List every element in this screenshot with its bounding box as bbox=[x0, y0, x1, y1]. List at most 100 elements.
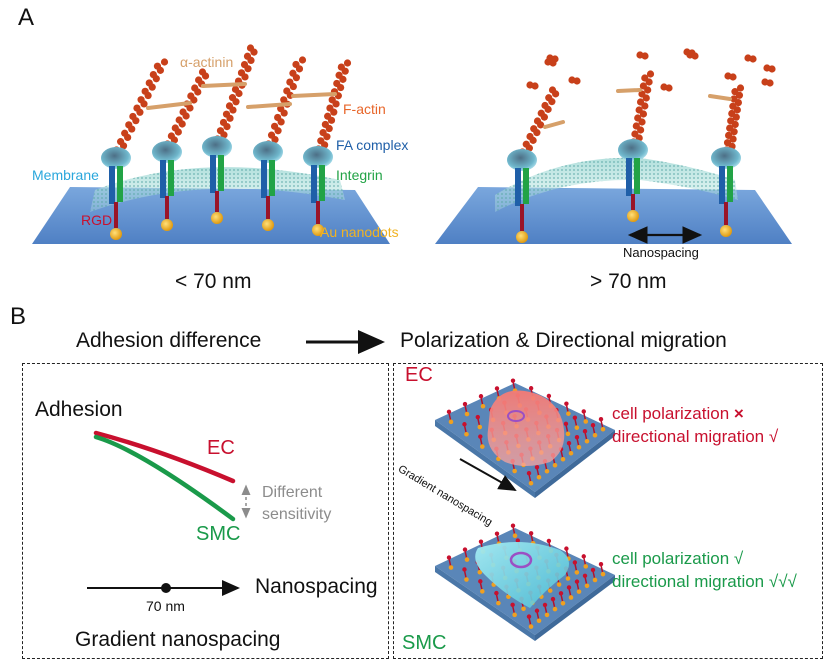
au-nanodot bbox=[448, 565, 454, 570]
au-nanodot bbox=[544, 612, 550, 618]
au-nanodot bbox=[574, 425, 580, 430]
label-alpha-actinin: α-actinin bbox=[180, 54, 234, 70]
ec-migration-text: directional migration bbox=[612, 427, 765, 446]
au-nanodot bbox=[565, 431, 571, 437]
au-nanodot bbox=[464, 431, 469, 437]
f-actin-bead bbox=[145, 79, 153, 87]
rgd-pin-head bbox=[478, 579, 483, 584]
flow-from: Adhesion difference bbox=[76, 329, 262, 352]
rgd-linker bbox=[165, 196, 169, 219]
sensitivity-line2: sensitivity bbox=[262, 506, 332, 523]
integrin-alpha bbox=[311, 165, 317, 203]
integrin-alpha bbox=[626, 158, 632, 196]
integrin-alpha bbox=[261, 160, 267, 198]
au-nanodot bbox=[600, 426, 606, 432]
f-actin-bead bbox=[137, 96, 145, 104]
rgd-pin-head bbox=[526, 614, 532, 619]
au-nanodot bbox=[211, 212, 223, 224]
rgd-pin-head bbox=[534, 465, 540, 470]
au-nanodot bbox=[568, 450, 574, 456]
au-nanodot bbox=[262, 219, 274, 231]
rgd-pin-head bbox=[494, 386, 500, 391]
fa-complex bbox=[202, 136, 232, 158]
fa-complex bbox=[711, 147, 741, 169]
f-actin-bead bbox=[646, 70, 655, 78]
f-actin-bead bbox=[541, 101, 549, 110]
au-nanodot bbox=[528, 480, 534, 486]
rgd-pin-head bbox=[510, 523, 516, 528]
panel-a-right-illustration bbox=[435, 48, 792, 244]
fa-complex bbox=[152, 141, 182, 163]
panel-a-left-illustration bbox=[32, 44, 390, 244]
rgd-pin-head bbox=[462, 547, 468, 552]
alpha-actinin-link bbox=[291, 92, 337, 98]
cross-icon: × bbox=[733, 404, 744, 423]
au-nanodot bbox=[110, 228, 122, 240]
au-nanodot bbox=[600, 571, 606, 577]
rgd-pin-head bbox=[582, 573, 588, 578]
f-actin-bead bbox=[216, 127, 225, 135]
rgd-pin-head bbox=[598, 417, 604, 422]
ec-line1: cell polarization × bbox=[612, 404, 744, 424]
rgd-pin-head bbox=[564, 546, 569, 551]
f-actin-bead bbox=[121, 129, 129, 137]
label-f-actin: F-actin bbox=[343, 101, 386, 117]
au-nanodot bbox=[552, 462, 558, 468]
ec-title: EC bbox=[405, 364, 433, 386]
rgd-pin-head bbox=[462, 401, 468, 407]
ec-curve bbox=[93, 430, 236, 484]
alpha-actinin-link bbox=[246, 102, 292, 109]
graph-ec-label: EC bbox=[207, 437, 235, 459]
f-actin-bead bbox=[283, 87, 291, 95]
rgd-pin-head bbox=[546, 393, 552, 399]
condition-right: > 70 nm bbox=[590, 270, 667, 293]
free-actin-monomer bbox=[665, 84, 673, 92]
rgd-pin-head bbox=[574, 579, 580, 584]
alpha-actinin-link bbox=[201, 82, 247, 88]
f-actin-bead bbox=[246, 44, 255, 52]
label-rgd: RGD bbox=[81, 212, 113, 228]
f-actin-bead bbox=[274, 113, 282, 122]
rgd-pin-head bbox=[563, 421, 569, 427]
alpha-actinin-fragment bbox=[616, 88, 642, 93]
integrin-beta bbox=[168, 160, 174, 196]
integrin-beta bbox=[319, 165, 325, 201]
f-actin-bead bbox=[343, 59, 352, 67]
f-actin-bead bbox=[522, 140, 530, 148]
rgd-pin-head bbox=[494, 531, 500, 536]
rgd-pin-head bbox=[510, 378, 516, 383]
free-actin-monomer bbox=[729, 73, 737, 81]
au-nanodot bbox=[574, 570, 580, 575]
rgd-pin-head bbox=[572, 415, 578, 420]
f-actin-bead bbox=[632, 122, 640, 130]
cells-box bbox=[393, 363, 823, 659]
rgd-pin-head bbox=[542, 602, 548, 608]
label-integrin: Integrin bbox=[336, 167, 383, 183]
au-nanodot bbox=[544, 468, 550, 474]
f-actin-bead bbox=[634, 114, 642, 122]
f-actin-bead bbox=[237, 69, 246, 77]
adhesion-graph bbox=[87, 430, 251, 596]
f-actin-bead bbox=[133, 104, 141, 112]
rgd-pin-head bbox=[566, 441, 572, 446]
f-actin-bead bbox=[191, 84, 199, 92]
rgd-pin-head bbox=[582, 429, 588, 434]
au-nanodot bbox=[312, 224, 324, 236]
nucleus bbox=[507, 410, 525, 422]
au-nanodot bbox=[464, 577, 469, 582]
rgd-pin-head bbox=[528, 531, 534, 536]
threshold-point bbox=[161, 583, 171, 593]
rgd-pin-head bbox=[446, 409, 452, 415]
au-nanodot bbox=[477, 424, 483, 430]
f-actin-bead bbox=[537, 109, 545, 117]
f-actin-bead bbox=[298, 56, 307, 64]
f-actin-bead bbox=[326, 104, 334, 112]
substrate bbox=[435, 187, 792, 244]
au-nanodot bbox=[516, 231, 528, 243]
f-actin-bead bbox=[267, 131, 276, 139]
au-nanodot bbox=[521, 606, 526, 612]
free-actin-monomer bbox=[766, 79, 774, 87]
au-nanodot bbox=[560, 600, 566, 606]
free-actin-monomer bbox=[551, 55, 559, 63]
rgd-pin-head bbox=[550, 596, 556, 602]
